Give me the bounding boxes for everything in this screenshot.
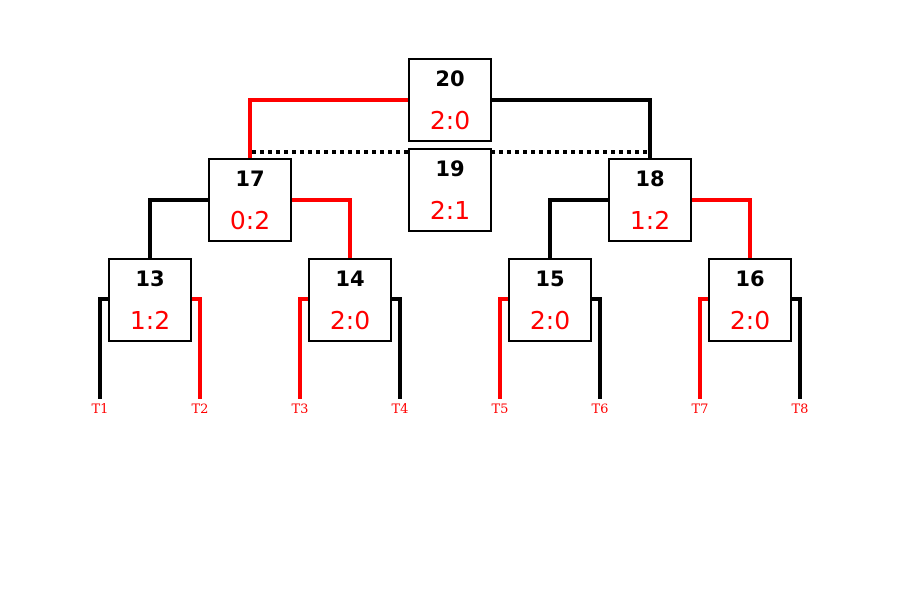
- team-label-t2: T2: [192, 402, 209, 417]
- match-box-16: 16 2:0: [708, 258, 792, 342]
- match-number: 17: [235, 167, 264, 191]
- match-score: 1:2: [130, 306, 170, 335]
- line-14-to-t3: [298, 297, 309, 399]
- line-18-to-15: [548, 198, 609, 259]
- line-13-to-t2: [191, 297, 202, 399]
- match-score: 2:1: [430, 196, 470, 225]
- match-number: 14: [335, 267, 364, 291]
- team-labels: T1 T2 T3 T4 T5 T6 T7 T8: [92, 402, 809, 417]
- match-box-18: 18 1:2: [608, 158, 692, 242]
- match-number: 16: [735, 267, 764, 291]
- match-number: 13: [135, 267, 164, 291]
- team-label-t5: T5: [492, 402, 509, 417]
- line-13-to-t1: [98, 297, 109, 399]
- match-score: 0:2: [230, 206, 270, 235]
- line-15-to-t5: [498, 297, 509, 399]
- team-label-t8: T8: [792, 402, 809, 417]
- match-number: 20: [435, 67, 464, 91]
- team-label-t1: T1: [92, 402, 109, 417]
- line-20-to-17: [248, 98, 409, 159]
- line-18-to-16: [691, 198, 752, 259]
- line-14-to-t4: [391, 297, 402, 399]
- line-20-to-18: [491, 98, 652, 159]
- line-17-to-13: [148, 198, 209, 259]
- match-box-17: 17 0:2: [208, 158, 292, 242]
- match-box-14: 14 2:0: [308, 258, 392, 342]
- match-box-15: 15 2:0: [508, 258, 592, 342]
- team-label-t6: T6: [592, 402, 609, 417]
- team-label-t3: T3: [292, 402, 309, 417]
- match-box-13: 13 1:2: [108, 258, 192, 342]
- line-15-to-t6: [591, 297, 602, 399]
- team-label-t7: T7: [692, 402, 709, 417]
- match-number: 18: [635, 167, 664, 191]
- match-score: 2:0: [430, 106, 470, 135]
- match-score: 2:0: [330, 306, 370, 335]
- match-box-19: 19 2:1: [408, 148, 492, 232]
- line-16-to-t8: [791, 297, 802, 399]
- match-score: 2:0: [530, 306, 570, 335]
- match-number: 15: [535, 267, 564, 291]
- bracket-lines: [98, 98, 802, 399]
- match-score: 2:0: [730, 306, 770, 335]
- line-16-to-t7: [698, 297, 709, 399]
- team-label-t4: T4: [392, 402, 409, 417]
- match-box-20: 20 2:0: [408, 58, 492, 142]
- match-number: 19: [435, 157, 464, 181]
- match-score: 1:2: [630, 206, 670, 235]
- line-17-to-14: [291, 198, 352, 259]
